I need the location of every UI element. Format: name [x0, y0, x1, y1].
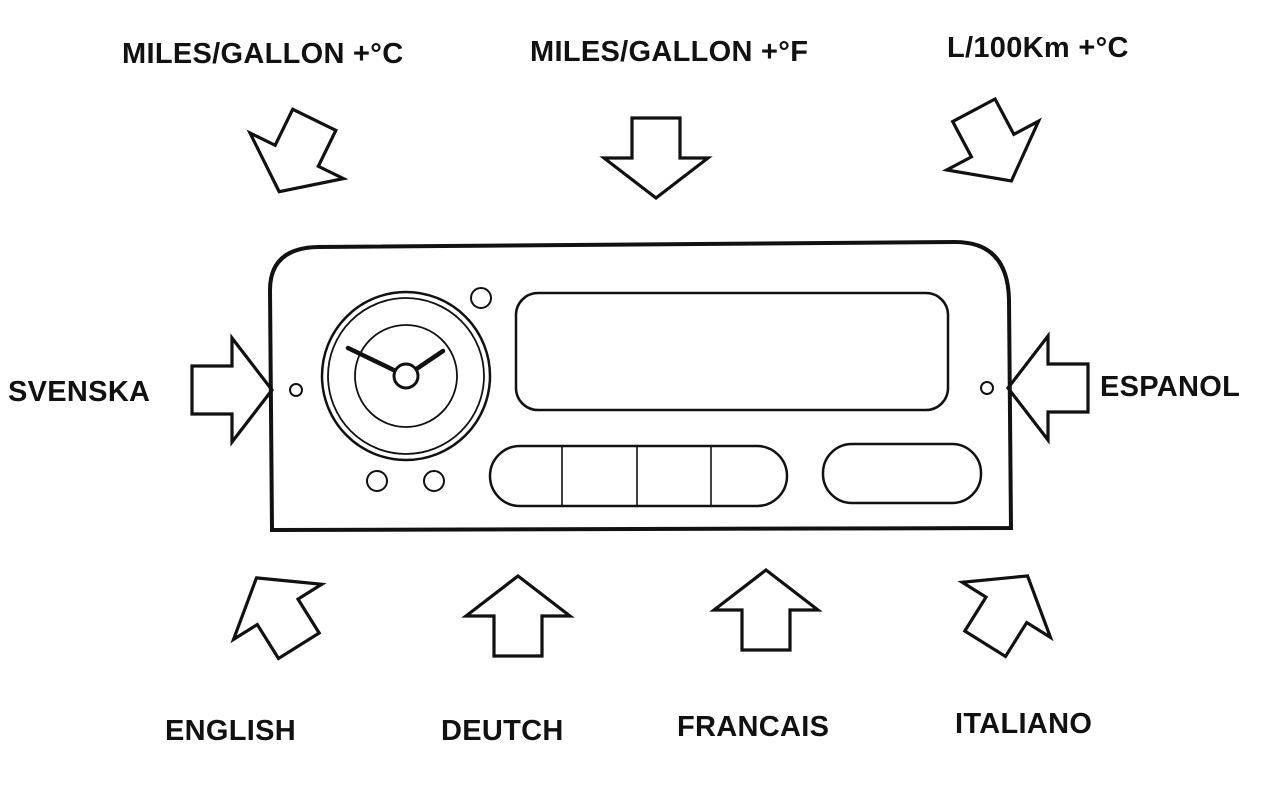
indicator-button-top — [470, 287, 492, 309]
display-window — [514, 291, 950, 412]
arrow-icon-top-left — [230, 95, 363, 217]
display-housing — [267, 239, 1014, 533]
arrow-icon-top-right — [926, 84, 1059, 207]
arrow-icon-top-center — [602, 116, 710, 200]
label-miles-gallon-fahrenheit: MILES/GALLON +°F — [530, 36, 809, 68]
arrow-icon-bottom-francais — [712, 568, 820, 652]
arrow-icon-bottom-italiano — [939, 546, 1074, 673]
label-liters-per-100km-celsius: L/100Km +°C — [947, 32, 1129, 64]
analog-clock-icon — [320, 290, 492, 462]
label-francais: FRANCAIS — [677, 711, 830, 743]
mounting-hole-right — [980, 381, 994, 395]
label-miles-gallon-celsius: MILES/GALLON +°C — [122, 38, 404, 70]
arrow-icon-left — [190, 336, 274, 444]
right-button — [821, 442, 983, 505]
mounting-hole-left — [289, 383, 303, 397]
indicator-button-bottom-right — [423, 470, 445, 492]
arrow-icon-bottom-english — [210, 548, 345, 675]
label-english: ENGLISH — [165, 715, 296, 747]
clock-hub — [392, 362, 420, 390]
label-italiano: ITALIANO — [955, 708, 1093, 740]
label-espanol: ESPANOL — [1100, 371, 1241, 403]
arrow-icon-right — [1006, 334, 1090, 442]
label-svenska: SVENSKA — [8, 376, 151, 408]
indicator-button-bottom-left — [366, 470, 388, 492]
label-deutch: DEUTCH — [441, 715, 564, 747]
arrow-icon-bottom-deutch — [464, 574, 572, 658]
button-bar — [488, 444, 789, 508]
